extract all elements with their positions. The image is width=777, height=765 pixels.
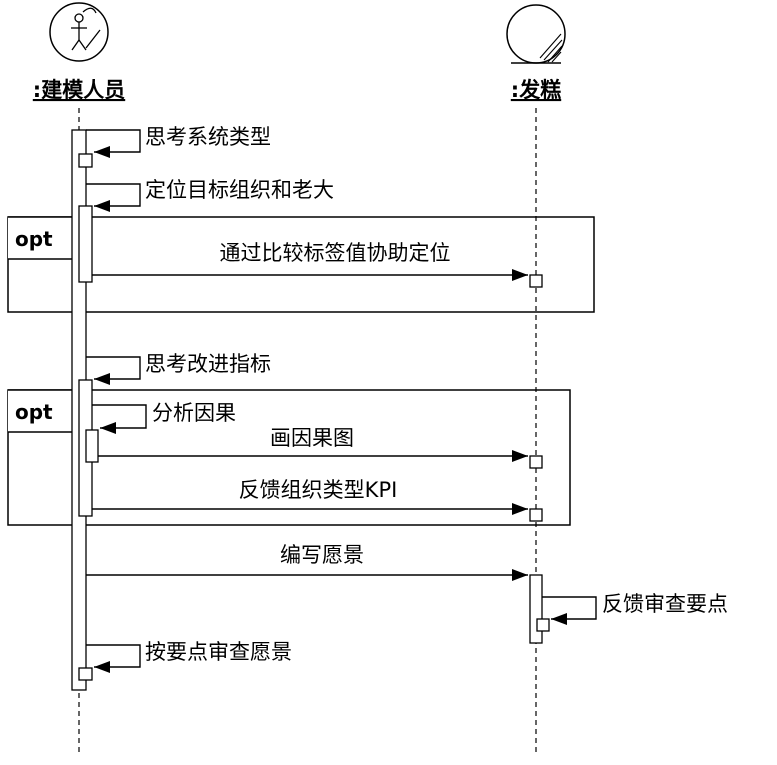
stick-figure-icon (71, 7, 101, 51)
message-label: 反馈组织类型KPI (239, 478, 398, 502)
activation-box-entity (529, 274, 543, 288)
self-message-arrow (86, 129, 141, 158)
actor-participant: :建模人员 (33, 2, 125, 102)
self-message-arrow (86, 356, 141, 385)
fragment-operator-label: opt (15, 227, 53, 251)
entity-hatching-icon (539, 33, 563, 63)
self-call-box (78, 153, 93, 168)
self-message-arrow (86, 644, 141, 673)
opt-fragment-2: opt (7, 389, 571, 526)
message-label: 思考系统类型 (145, 125, 271, 149)
message-label: 按要点审查愿景 (145, 640, 292, 664)
fragment-operator-label: opt (15, 400, 53, 424)
entity-participant: :发糕 (506, 4, 566, 102)
message-label: 定位目标组织和老大 (145, 178, 334, 202)
message-label: 画因果图 (270, 426, 354, 450)
message-label: 编写愿景 (280, 543, 364, 567)
participant-label-actor: :建模人员 (33, 78, 125, 102)
message-label: 思考改进指标 (145, 352, 271, 376)
message-label: 通过比较标签值协助定位 (220, 241, 451, 265)
activation-box-entity (529, 455, 543, 469)
message-label: 反馈审查要点 (602, 592, 728, 616)
self-call-box (78, 667, 93, 681)
self-message-arrow (86, 183, 141, 212)
self-message-arrow (92, 404, 147, 434)
entity-circle-icon (506, 4, 566, 64)
participant-label-entity: :发糕 (511, 78, 561, 102)
self-message-arrow (542, 596, 597, 625)
message-label: 分析因果 (152, 401, 236, 425)
activation-bar-actor-inner (85, 429, 99, 463)
self-call-box (536, 618, 550, 632)
opt-fragment-1: opt (7, 216, 595, 313)
activation-bar-actor-nested (78, 205, 93, 283)
activation-bar-entity (529, 574, 543, 644)
activation-box-entity (529, 508, 543, 522)
